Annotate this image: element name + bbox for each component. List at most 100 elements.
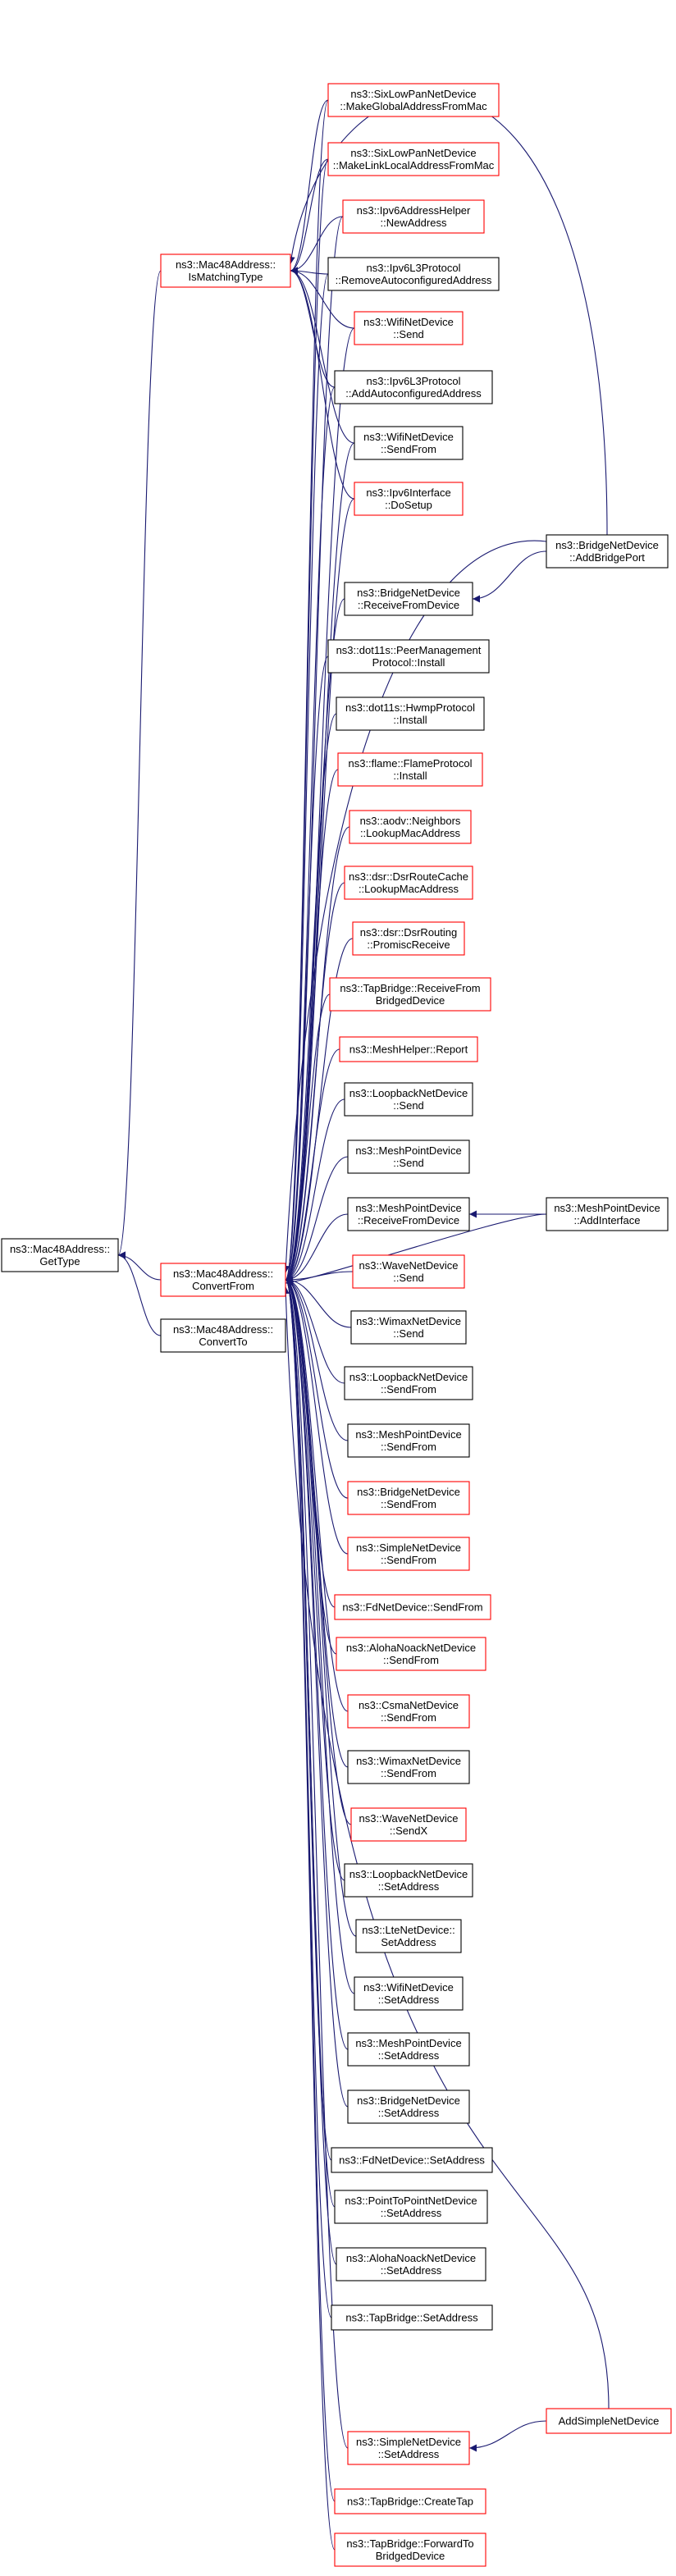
node-convertfrom[interactable]: ns3::Mac48Address::ConvertFrom	[160, 1263, 286, 1297]
node-box[interactable]	[1, 1238, 119, 1272]
node-box[interactable]	[546, 1197, 669, 1231]
node-wave-send[interactable]: ns3::WaveNetDevice::Send	[352, 1254, 465, 1289]
node-ipv6iface-dosetup[interactable]: ns3::Ipv6Interface::DoSetup	[354, 482, 464, 516]
node-bridge-addbridgeport[interactable]: ns3::BridgeNetDevice::AddBridgePort	[546, 534, 669, 569]
node-box[interactable]	[344, 1082, 473, 1117]
node-box[interactable]	[344, 1366, 473, 1400]
node-box[interactable]	[546, 2408, 672, 2434]
node-box[interactable]	[347, 2032, 470, 2067]
node-dot11s-peer[interactable]: ns3::dot11s::PeerManagementProtocol::Ins…	[327, 639, 490, 674]
node-ipv6l3-remove[interactable]: ns3::Ipv6L3Protocol::RemoveAutoconfigure…	[327, 257, 500, 291]
node-box[interactable]	[347, 1197, 470, 1231]
node-box[interactable]	[347, 2090, 470, 2124]
node-box[interactable]	[347, 1140, 470, 1174]
node-ismatchingtype[interactable]: ns3::Mac48Address::IsMatchingType	[160, 253, 291, 288]
node-box[interactable]	[329, 977, 491, 1012]
node-box[interactable]	[334, 370, 493, 404]
node-dsr-routing[interactable]: ns3::dsr::DsrRouting::PromiscReceive	[352, 921, 465, 956]
node-box[interactable]	[354, 311, 464, 345]
node-box[interactable]	[160, 1263, 286, 1297]
node-csma-sendfrom[interactable]: ns3::CsmaNetDevice::SendFrom	[347, 1694, 470, 1729]
node-box[interactable]	[354, 482, 464, 516]
node-loopback-setaddress[interactable]: ns3::LoopbackNetDevice::SetAddress	[344, 1863, 473, 1898]
node-box[interactable]	[339, 1036, 478, 1062]
node-box[interactable]	[334, 2533, 486, 2567]
node-dot11s-hwmp[interactable]: ns3::dot11s::HwmpProtocol::Install	[336, 697, 485, 731]
node-simple-setaddress[interactable]: ns3::SimpleNetDevice::SetAddress	[347, 2431, 470, 2465]
node-box[interactable]	[350, 1807, 467, 1842]
node-wifi-sendfrom[interactable]: ns3::WifiNetDevice::SendFrom	[354, 426, 464, 460]
node-ipv6helper-newaddress[interactable]: ns3::Ipv6AddressHelper::NewAddress	[342, 199, 485, 234]
node-addsimplenetdevice[interactable]: AddSimpleNetDevice	[546, 2408, 672, 2434]
node-loopback-sendfrom[interactable]: ns3::LoopbackNetDevice::SendFrom	[344, 1366, 473, 1400]
node-meshpoint-sendfrom[interactable]: ns3::MeshPointDevice::SendFrom	[347, 1423, 470, 1458]
node-box[interactable]	[546, 534, 669, 569]
node-box[interactable]	[355, 1919, 462, 1953]
node-box[interactable]	[354, 1976, 464, 2011]
node-bridge-setaddress[interactable]: ns3::BridgeNetDevice::SetAddress	[347, 2090, 470, 2124]
node-simple-sendfrom[interactable]: ns3::SimpleNetDevice::SendFrom	[347, 1537, 470, 1571]
node-box[interactable]	[347, 1423, 470, 1458]
node-box[interactable]	[334, 1594, 491, 1620]
node-box[interactable]	[336, 2247, 486, 2281]
node-sixlowpan-global[interactable]: ns3::SixLowPanNetDevice::MakeGlobalAddre…	[327, 83, 500, 117]
node-wifi-send[interactable]: ns3::WifiNetDevice::Send	[354, 311, 464, 345]
node-box[interactable]	[342, 199, 485, 234]
node-flame-install[interactable]: ns3::flame::FlameProtocol::Install	[337, 752, 483, 787]
node-box[interactable]	[334, 2190, 488, 2224]
node-box[interactable]	[160, 1318, 286, 1353]
node-meshpoint-receive[interactable]: ns3::MeshPointDevice::ReceiveFromDevice	[347, 1197, 470, 1231]
node-box[interactable]	[347, 1750, 470, 1784]
node-wimax-sendfrom[interactable]: ns3::WimaxNetDevice::SendFrom	[347, 1750, 470, 1784]
node-fd-sendfrom[interactable]: ns3::FdNetDevice::SendFrom	[334, 1594, 491, 1620]
node-box[interactable]	[352, 1254, 465, 1289]
node-box[interactable]	[334, 2488, 486, 2514]
node-box[interactable]	[347, 2431, 470, 2465]
node-box[interactable]	[336, 1637, 486, 1671]
node-loopback-send[interactable]: ns3::LoopbackNetDevice::Send	[344, 1082, 473, 1117]
node-p2p-setaddress[interactable]: ns3::PointToPointNetDevice::SetAddress	[334, 2190, 488, 2224]
node-box[interactable]	[337, 752, 483, 787]
node-box[interactable]	[347, 1537, 470, 1571]
node-aodv-neighbors[interactable]: ns3::aodv::Neighbors::LookupMacAddress	[349, 810, 472, 844]
node-box[interactable]	[160, 253, 291, 288]
node-box[interactable]	[354, 426, 464, 460]
node-lte-setaddress[interactable]: ns3::LteNetDevice::SetAddress	[355, 1919, 462, 1953]
node-box[interactable]	[349, 810, 472, 844]
node-box[interactable]	[352, 921, 465, 956]
node-box[interactable]	[344, 866, 473, 900]
node-wifi-setaddress[interactable]: ns3::WifiNetDevice::SetAddress	[354, 1976, 464, 2011]
node-box[interactable]	[327, 83, 500, 117]
node-box[interactable]	[347, 1694, 470, 1729]
node-wave-sendx[interactable]: ns3::WaveNetDevice::SendX	[350, 1807, 467, 1842]
node-meshpoint-addinterface[interactable]: ns3::MeshPointDevice::AddInterface	[546, 1197, 669, 1231]
node-convertto[interactable]: ns3::Mac48Address::ConvertTo	[160, 1318, 286, 1353]
node-bridge-receive[interactable]: ns3::BridgeNetDevice::ReceiveFromDevice	[344, 582, 473, 616]
node-box[interactable]	[336, 697, 485, 731]
node-bridge-sendfrom[interactable]: ns3::BridgeNetDevice::SendFrom	[347, 1481, 470, 1515]
node-box[interactable]	[350, 1310, 467, 1345]
node-box[interactable]	[344, 1863, 473, 1898]
node-meshpoint-send[interactable]: ns3::MeshPointDevice::Send	[347, 1140, 470, 1174]
node-aloha-sendfrom[interactable]: ns3::AlohaNoackNetDevice::SendFrom	[336, 1637, 486, 1671]
node-tapbridge-createtap[interactable]: ns3::TapBridge::CreateTap	[334, 2488, 486, 2514]
node-dsr-routecache[interactable]: ns3::dsr::DsrRouteCache::LookupMacAddres…	[344, 866, 473, 900]
node-ipv6l3-add[interactable]: ns3::Ipv6L3Protocol::AddAutoconfiguredAd…	[334, 370, 493, 404]
node-meshhelper-report[interactable]: ns3::MeshHelper::Report	[339, 1036, 478, 1062]
node-meshpoint-setaddress[interactable]: ns3::MeshPointDevice::SetAddress	[347, 2032, 470, 2067]
node-box[interactable]	[327, 257, 500, 291]
node-box[interactable]	[347, 1481, 470, 1515]
node-fd-setaddress[interactable]: ns3::FdNetDevice::SetAddress	[331, 2147, 493, 2173]
node-box[interactable]	[331, 2147, 493, 2173]
node-sixlowpan-link[interactable]: ns3::SixLowPanNetDevice::MakeLinkLocalAd…	[327, 142, 500, 176]
node-tapbridge-setaddress[interactable]: ns3::TapBridge::SetAddress	[331, 2304, 493, 2331]
node-wimax-send[interactable]: ns3::WimaxNetDevice::Send	[350, 1310, 467, 1345]
node-gettype[interactable]: ns3::Mac48Address::GetType	[1, 1238, 119, 1272]
node-box[interactable]	[327, 142, 500, 176]
node-box[interactable]	[327, 639, 490, 674]
node-box[interactable]	[344, 582, 473, 616]
node-aloha-setaddress[interactable]: ns3::AlohaNoackNetDevice::SetAddress	[336, 2247, 486, 2281]
node-box[interactable]	[331, 2304, 493, 2331]
